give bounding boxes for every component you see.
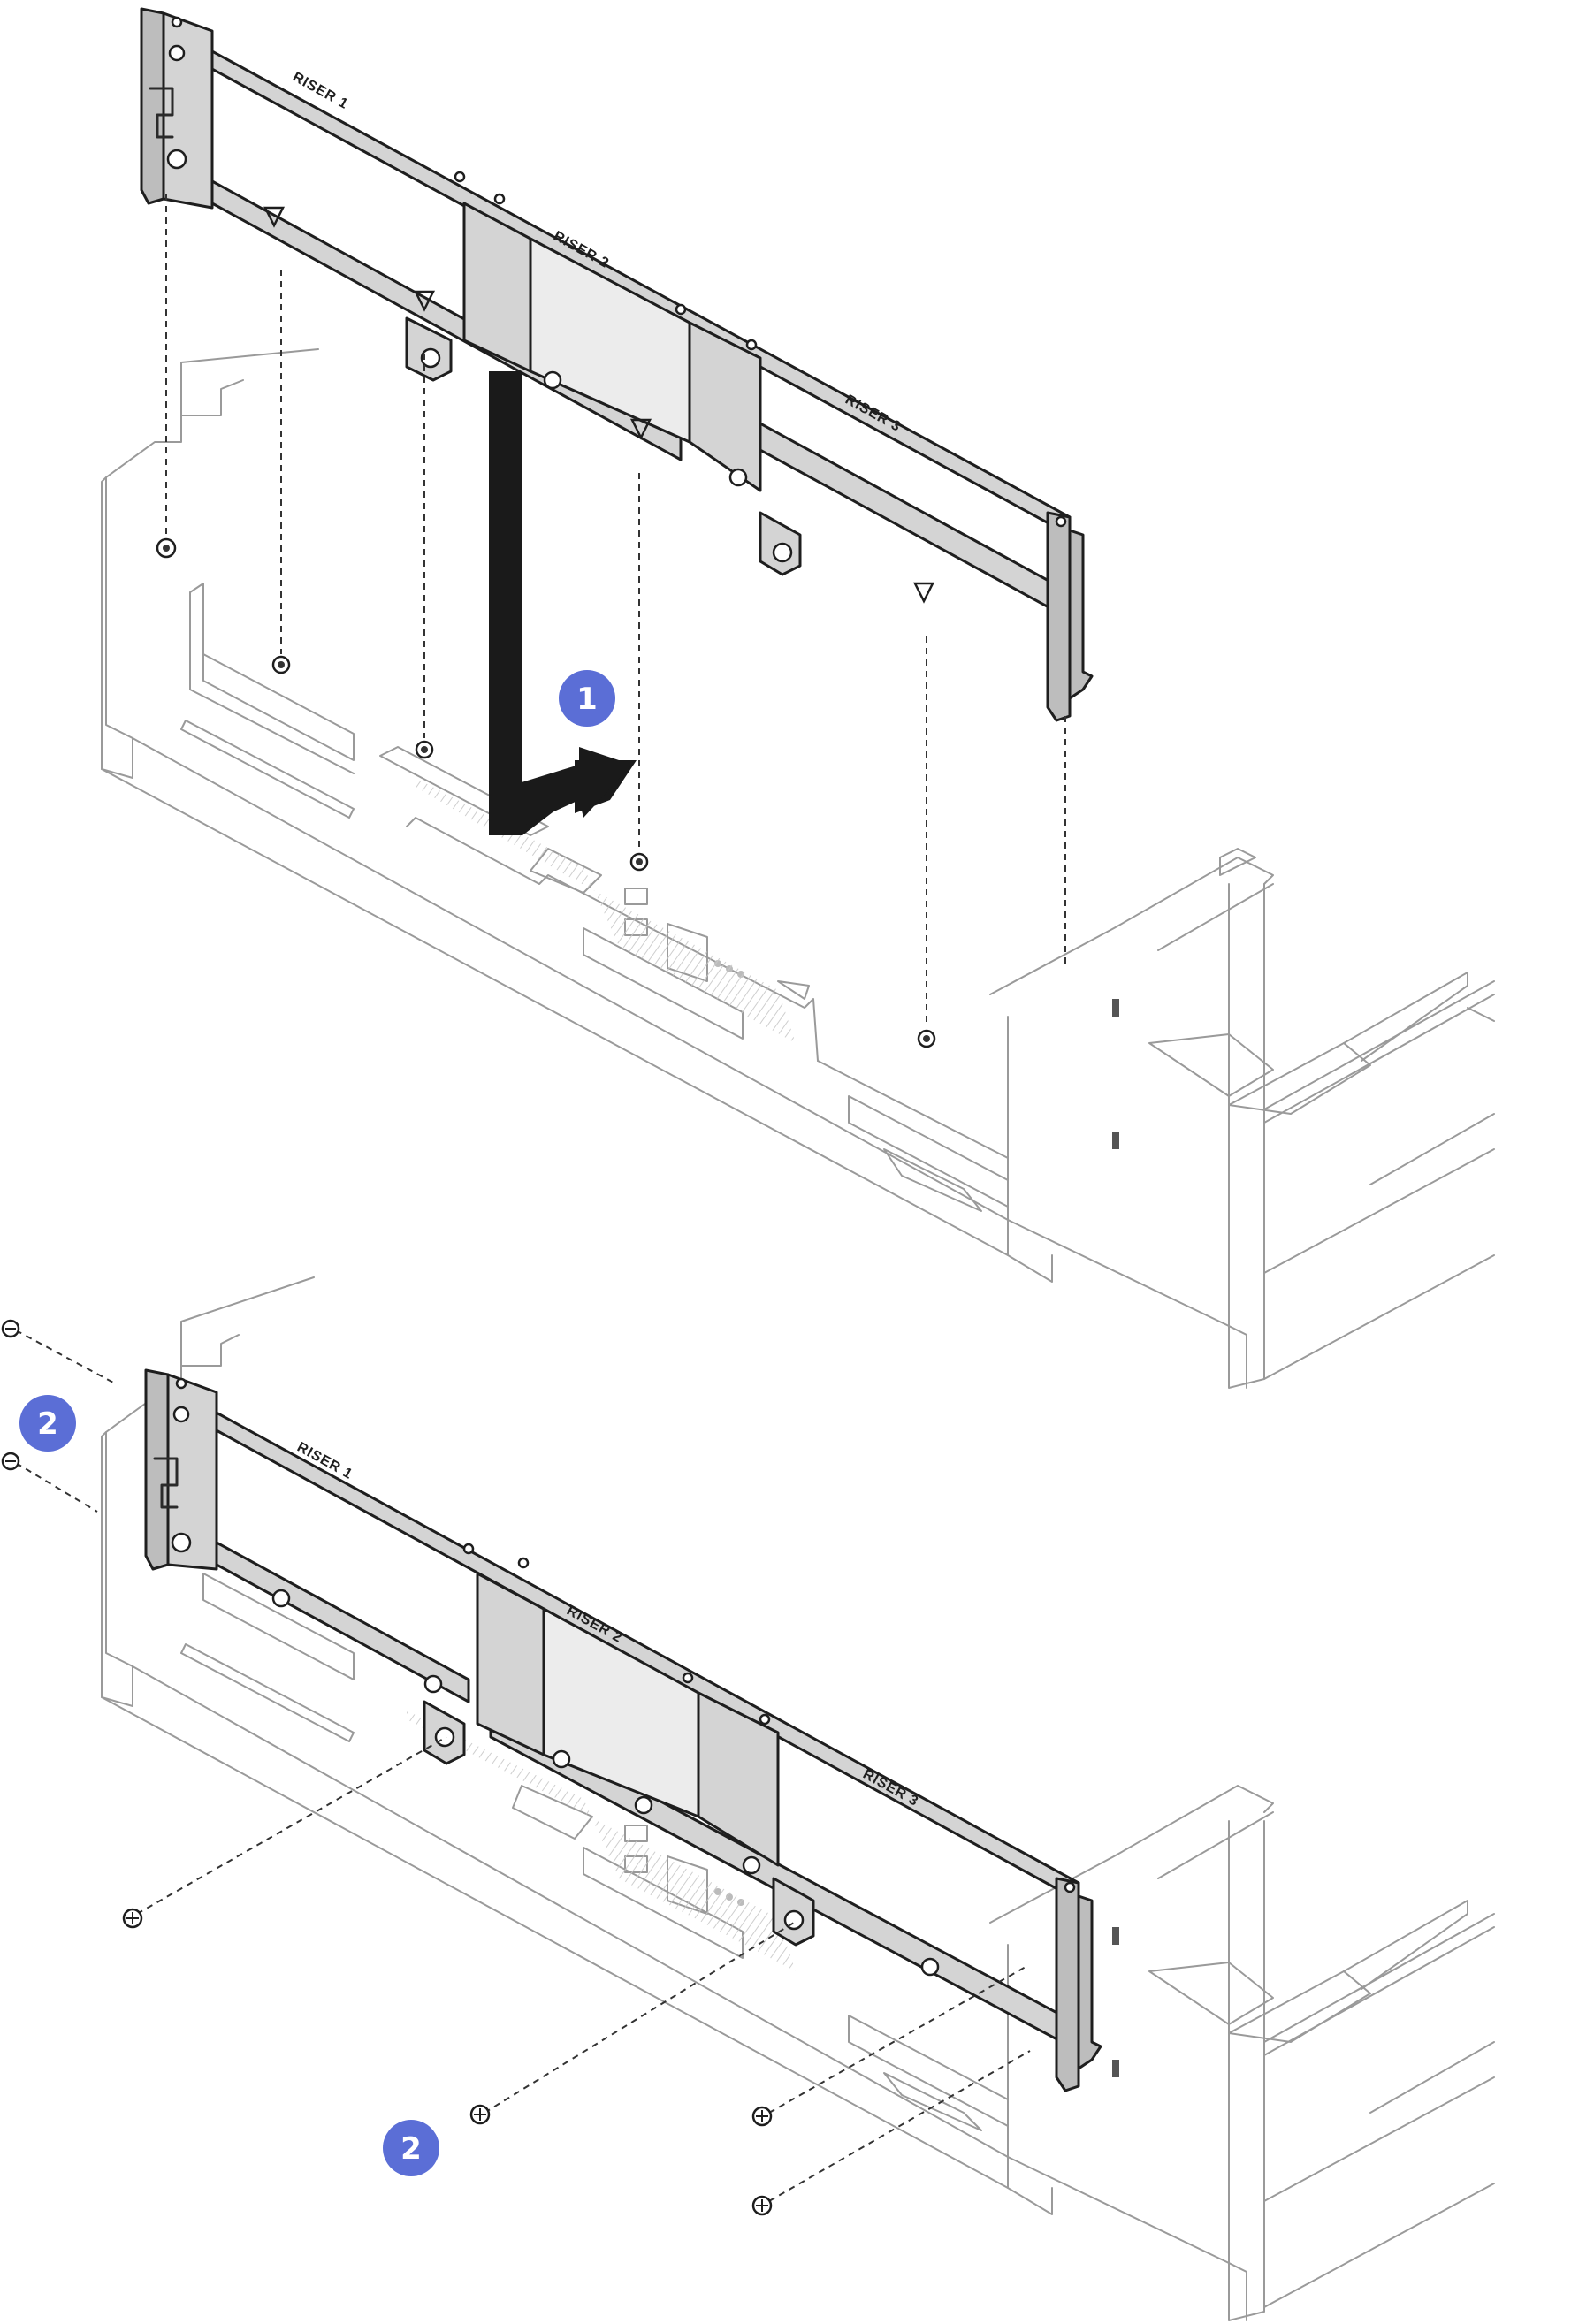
screw-icon	[751, 2106, 773, 2127]
callout-step-2-bottom: 2	[383, 2120, 439, 2176]
top-chassis	[101, 348, 1495, 1389]
bottom-chassis	[101, 1276, 1495, 2321]
callout-step-1: 1	[559, 670, 615, 727]
callout-step-2-left-number: 2	[37, 1406, 58, 1442]
top-riser-bracket: RISER 1 RISER 2 RISER 3	[140, 7, 1094, 722]
bottom-riser-3-label: RISER 3	[860, 1767, 921, 1810]
screw-paths	[15, 1330, 1031, 2202]
bottom-riser-bracket: RISER 1 RISER 2 RISER 3	[144, 1368, 1102, 2092]
screw-icon	[469, 2104, 491, 2125]
screw-icon	[751, 2195, 773, 2216]
callout-step-1-number: 1	[576, 682, 598, 717]
callout-step-2-bottom-number: 2	[400, 2131, 422, 2167]
screw-icon	[1, 1452, 20, 1471]
screw-icon	[122, 1908, 143, 1929]
screws	[1, 1319, 773, 2216]
callout-step-2-left: 2	[19, 1395, 76, 1452]
top-alignment-lines	[165, 194, 1066, 1027]
screw-icon	[1, 1319, 20, 1338]
push-arrow	[489, 371, 637, 835]
